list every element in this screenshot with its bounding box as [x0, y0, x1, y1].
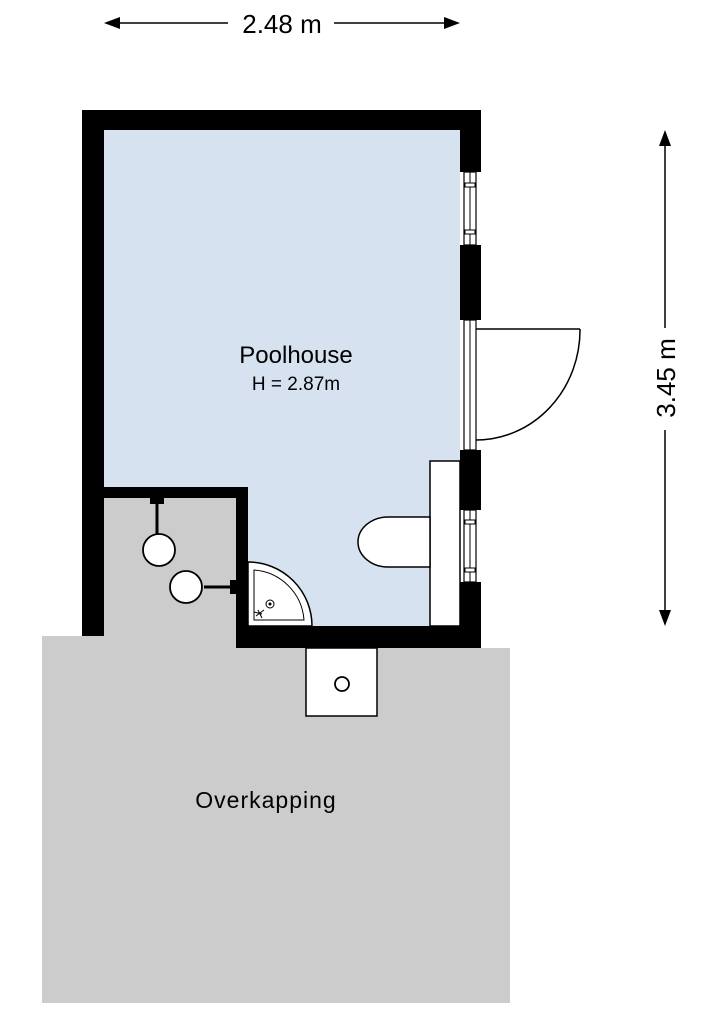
toilet [357, 516, 431, 568]
counter [429, 460, 461, 627]
wall-right-4 [460, 582, 481, 648]
door [463, 319, 581, 451]
height-dimension: 3.45 m [651, 130, 681, 626]
wall-right-1 [460, 110, 481, 172]
outdoor-tap-lower [169, 570, 236, 604]
window-lower [463, 509, 477, 583]
outdoor-unit [305, 647, 378, 717]
width-label: 2.48 m [242, 9, 322, 39]
wall-left [82, 110, 104, 636]
poolhouse-floor [104, 130, 460, 626]
door-swing-arc [475, 328, 581, 441]
window-upper [463, 171, 477, 246]
walls [82, 110, 481, 648]
height-label: 3.45 m [651, 338, 681, 418]
wall-inner-vertical [236, 487, 248, 648]
wall-right-2 [460, 245, 481, 320]
wall-bottom [236, 626, 481, 648]
corner-shower [247, 561, 313, 627]
overkapping-name: Overkapping [195, 787, 336, 813]
width-dimension: 2.48 m [104, 9, 460, 39]
outdoor-tap-upper [142, 498, 176, 567]
poolhouse-name: Poolhouse [239, 342, 352, 369]
wall-inner-horizontal [104, 487, 248, 498]
poolhouse-height: H = 2.87m [252, 374, 340, 395]
overkapping-area [42, 498, 510, 1003]
wall-right-3 [460, 450, 481, 510]
wall-top [82, 110, 481, 130]
